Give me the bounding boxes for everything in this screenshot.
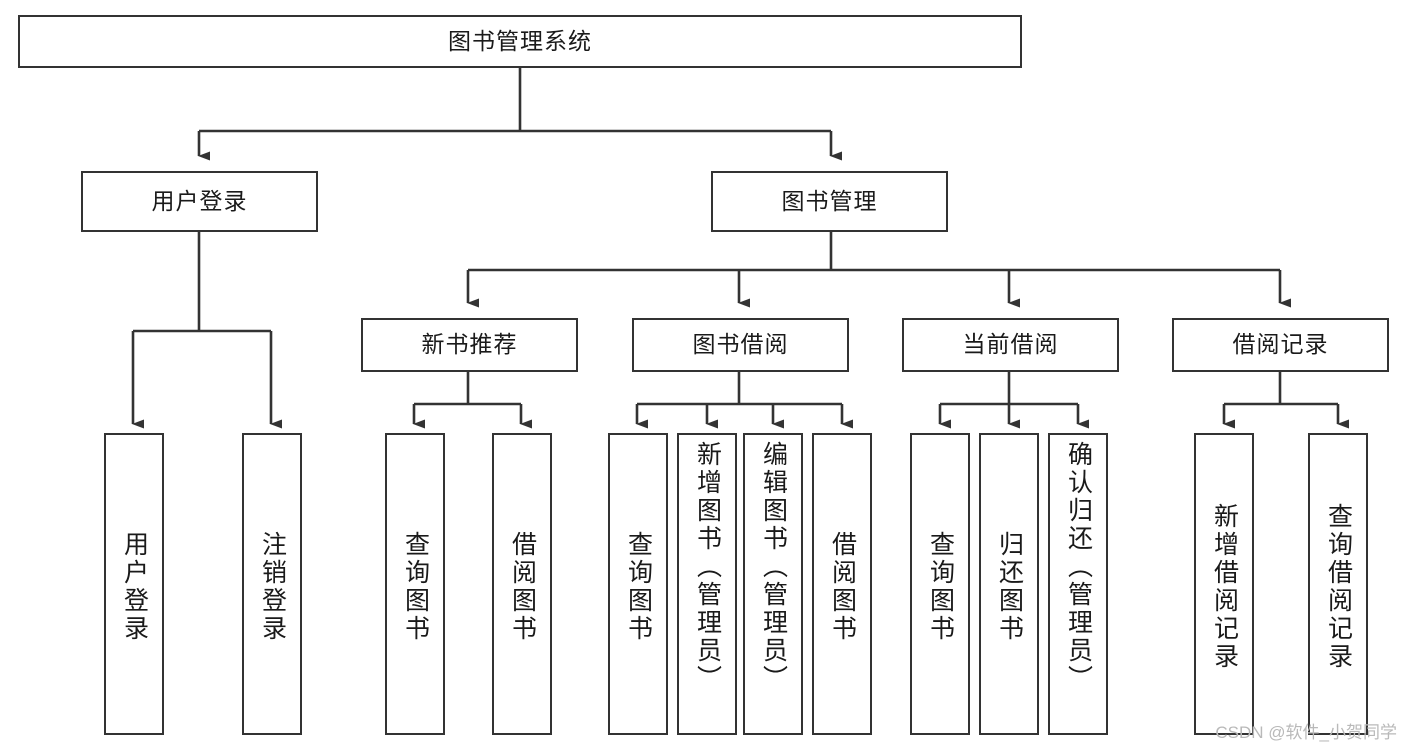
node-leaf-confirm-return-admin[interactable]: 确认归还（管理员） (1048, 433, 1108, 735)
node-leaf-edit-book-admin[interactable]: 编辑图书（管理员） (743, 433, 803, 735)
node-leaf-query-book-3[interactable]: 查询图书 (910, 433, 970, 735)
node-borrow-record[interactable]: 借阅记录 (1172, 318, 1389, 372)
node-user-login-label: 用户登录 (151, 187, 248, 214)
node-root-label: 图书管理系统 (448, 27, 592, 54)
node-borrow-record-label: 借阅记录 (1232, 331, 1329, 358)
node-leaf-borrow-book-1-label: 借阅图书 (508, 531, 537, 643)
node-leaf-logout[interactable]: 注销登录 (242, 433, 302, 735)
node-new-book-recommend[interactable]: 新书推荐 (361, 318, 578, 372)
node-root[interactable]: 图书管理系统 (18, 15, 1022, 68)
watermark-text: CSDN @软件_小贺同学 (1215, 723, 1397, 742)
node-leaf-add-borrow-record-label: 新增借阅记录 (1210, 503, 1239, 671)
node-leaf-add-book-admin-label: 新增图书（管理员） (693, 441, 722, 693)
node-leaf-query-book-1[interactable]: 查询图书 (385, 433, 445, 735)
node-leaf-query-borrow-record[interactable]: 查询借阅记录 (1308, 433, 1368, 735)
node-leaf-borrow-book-2-label: 借阅图书 (828, 531, 857, 643)
node-leaf-confirm-return-admin-label: 确认归还（管理员） (1064, 441, 1093, 693)
node-leaf-add-book-admin[interactable]: 新增图书（管理员） (677, 433, 737, 735)
node-book-borrow-label: 图书借阅 (692, 331, 789, 358)
node-leaf-edit-book-admin-label: 编辑图书（管理员） (759, 441, 788, 693)
node-leaf-borrow-book-2[interactable]: 借阅图书 (812, 433, 872, 735)
node-leaf-query-book-1-label: 查询图书 (401, 531, 430, 643)
node-leaf-user-login[interactable]: 用户登录 (104, 433, 164, 735)
node-leaf-query-borrow-record-label: 查询借阅记录 (1324, 503, 1353, 671)
node-current-borrow[interactable]: 当前借阅 (902, 318, 1119, 372)
node-leaf-add-borrow-record[interactable]: 新增借阅记录 (1194, 433, 1254, 735)
node-book-management[interactable]: 图书管理 (711, 171, 948, 232)
node-user-login[interactable]: 用户登录 (81, 171, 318, 232)
node-leaf-query-book-2-label: 查询图书 (624, 531, 653, 643)
node-leaf-query-book-2[interactable]: 查询图书 (608, 433, 668, 735)
node-current-borrow-label: 当前借阅 (962, 331, 1059, 358)
node-leaf-query-book-3-label: 查询图书 (926, 531, 955, 643)
node-leaf-user-login-label: 用户登录 (120, 531, 149, 643)
node-leaf-return-book-label: 归还图书 (995, 531, 1024, 643)
node-leaf-borrow-book-1[interactable]: 借阅图书 (492, 433, 552, 735)
node-book-management-label: 图书管理 (781, 187, 878, 214)
node-book-borrow[interactable]: 图书借阅 (632, 318, 849, 372)
node-new-book-recommend-label: 新书推荐 (421, 331, 518, 358)
node-leaf-return-book[interactable]: 归还图书 (979, 433, 1039, 735)
node-leaf-logout-label: 注销登录 (258, 531, 287, 643)
